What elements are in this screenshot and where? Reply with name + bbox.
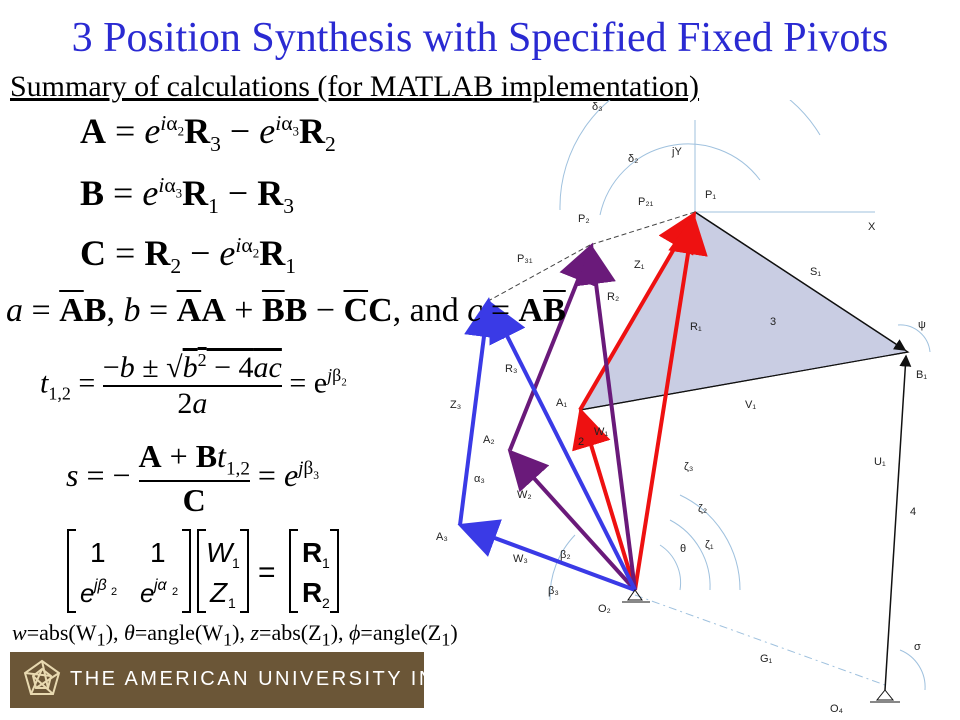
svg-text:R: R: [302, 537, 322, 568]
svg-text:=: =: [258, 556, 276, 589]
label-p21: P₂₁: [638, 196, 654, 208]
sigma-arc: [899, 649, 926, 691]
svg-text:1: 1: [90, 537, 106, 568]
v1-line: [579, 351, 909, 411]
w1-vector: [572, 407, 637, 591]
svg-text:jα: jα: [152, 577, 168, 594]
label-link3: 3: [770, 316, 776, 328]
ground-line: [634, 594, 886, 686]
equation-matrix: 1 1 e jβ 2 e jα 2 W 1 Z 1 = R 1 R 2: [64, 526, 424, 616]
s1-vector: [694, 211, 907, 351]
label-sigma: σ: [914, 641, 921, 653]
svg-text:R: R: [302, 577, 322, 608]
label-jy: jY: [671, 146, 682, 158]
zeta-arc-2: [669, 519, 711, 591]
label-p2: P₂: [578, 213, 590, 225]
label-z3: Z₃: [450, 399, 461, 411]
university-logo-icon: [23, 659, 61, 695]
svg-text:Z: Z: [209, 577, 228, 608]
label-w1: W₁: [594, 426, 608, 438]
svg-text:1: 1: [150, 537, 166, 568]
label-x: X: [868, 221, 876, 233]
z3-vector: [489, 300, 637, 591]
label-r3: R₃: [505, 363, 517, 375]
psi-arc: [897, 324, 931, 353]
slide-title: 3 Position Synthesis with Specified Fixe…: [71, 15, 889, 61]
equation-abc: a = AB, b = AA + BB − CC, and c = AB: [6, 292, 566, 329]
delta-arc: [559, 100, 821, 211]
beta-arc: [549, 534, 576, 601]
w2-vector: [507, 449, 637, 592]
zeta-arc-3: [679, 494, 741, 591]
svg-text:e: e: [80, 578, 94, 608]
label-g1: G₁: [760, 653, 773, 665]
z2-vector: [576, 244, 637, 591]
label-o4: O₄: [830, 703, 844, 715]
equation-b: B = eiα3R1 − R3: [80, 173, 295, 219]
label-delta3: δ₃: [592, 101, 603, 113]
label-r2: R₂: [607, 291, 619, 303]
label-beta2: β₂: [560, 549, 571, 561]
svg-text:2: 2: [322, 595, 330, 611]
svg-text:e: e: [140, 578, 154, 608]
linkage-diagram: P₁ P₂ P₂₁ P₃₁ jY X δ₂ δ₃ S₁ R₁ R₂ R₃ Z₁ …: [436, 100, 931, 715]
z1-vector: [633, 214, 708, 591]
label-zeta1: ζ₁: [705, 539, 714, 551]
label-u1: U₁: [874, 456, 886, 468]
svg-text:1: 1: [228, 595, 236, 611]
label-o2: O₂: [598, 603, 611, 615]
label-w3: W₃: [513, 553, 528, 565]
label-delta2: δ₂: [628, 153, 638, 165]
equation-a: A = eiα2R3 − eiα3R2: [80, 111, 336, 157]
delta-arc-inner: [599, 143, 761, 216]
svg-text:jβ: jβ: [92, 577, 107, 594]
u1-vector: [884, 354, 912, 691]
label-z1: Z₁: [634, 259, 645, 271]
label-r1: R₁: [690, 321, 702, 333]
equation-c: C = R2 − eiα2R1: [80, 233, 297, 279]
label-v1: V₁: [745, 399, 756, 411]
svg-text:1: 1: [232, 555, 240, 571]
label-zeta3: ζ₃: [684, 461, 693, 473]
zeta-arc-1: [659, 544, 682, 591]
label-theta: θ: [680, 543, 686, 555]
label-beta3: β₃: [548, 585, 559, 597]
svg-text:2: 2: [111, 586, 117, 598]
label-s1: S₁: [810, 266, 821, 278]
equation-s: s = − A + Bt1,2 C = ejβ3: [66, 438, 320, 519]
svg-text:W: W: [206, 537, 235, 568]
label-link2: 2: [578, 436, 584, 448]
label-alpha3: α₃: [474, 473, 485, 485]
svg-text:2: 2: [172, 586, 178, 598]
magnitude-angle-definitions: w=abs(W1), θ=angle(W1), z=abs(Z1), ϕ=ang…: [12, 620, 458, 650]
label-zeta2: ζ₂: [698, 503, 707, 515]
label-a1: A₁: [556, 397, 567, 409]
svg-text:1: 1: [322, 555, 330, 571]
university-logo-bar: THE AMERICAN UNIVERSITY IN: [10, 652, 433, 708]
w3-vector: [457, 519, 636, 592]
label-link4: 4: [910, 506, 916, 518]
slide-subtitle: Summary of calculations (for MATLAB impl…: [10, 70, 700, 103]
equation-t: t1,2 = −b ± √b2 − 4ac 2a = ejβ2: [40, 350, 347, 420]
label-w2: W₂: [517, 489, 532, 501]
o2-ground-pivot: [622, 589, 650, 603]
label-psi: ψ: [918, 319, 926, 331]
label-a2: A₂: [483, 434, 495, 446]
r3-vector: [458, 297, 504, 526]
o4-ground-pivot: [870, 689, 900, 703]
label-b1: B₁: [916, 369, 927, 381]
coupler-link-3: [578, 211, 910, 411]
label-p1: P₁: [705, 189, 716, 201]
university-logo-text: THE AMERICAN UNIVERSITY IN: [70, 668, 436, 690]
label-p31: P₃₁: [517, 253, 533, 265]
label-a3: A₃: [436, 531, 448, 543]
